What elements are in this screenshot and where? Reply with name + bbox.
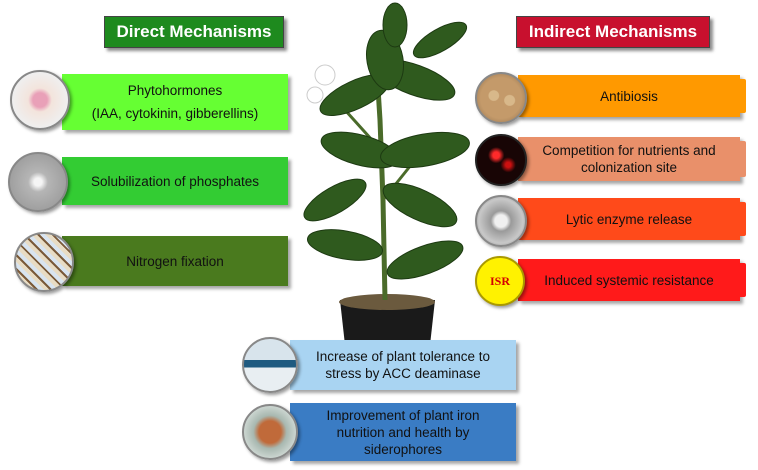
antibiosis-petri-dish-icon [475,72,527,124]
isr-badge-icon: ISR [475,256,525,306]
antibiosis-box: Antibiosis [518,75,746,117]
phytohormones-petri-dish-icon [10,70,70,130]
acc-deaminase-box: Increase of plant tolerance to stress by… [290,340,516,390]
competition-microscopy-icon [475,134,527,186]
iron-nutrition-sublabel-2: siderophores [363,441,443,457]
iron-petri-dish-icon [242,404,298,460]
competition-sublabel: colonization site [580,160,678,175]
plant-pot [340,300,435,345]
direct-mechanisms-header: Direct Mechanisms [104,16,284,48]
lytic-petri-dish-icon [475,195,527,247]
lytic-enzyme-box: Lytic enzyme release [518,198,746,240]
indirect-mechanisms-header: Indirect Mechanisms [516,16,710,48]
isr-box: Induced systemic resistance [518,259,746,301]
nitrogen-fixation-label: Nitrogen fixation [126,253,224,269]
phosphate-solubilization-box: Solubilization of phosphates [62,157,288,205]
iron-nutrition-box: Improvement of plant iron nutrition and … [290,403,516,461]
phosphate-petri-dish-icon [8,152,68,212]
phytohormones-box: Phytohormones (IAA, cytokinin, gibberell… [62,74,288,130]
phytohormones-label: Phytohormones [127,83,223,98]
acc-lab-tubes-icon [242,337,298,393]
phytohormones-sublabel: (IAA, cytokinin, gibberellins) [91,106,259,121]
isr-badge-text: ISR [489,273,510,288]
plant-illustration [303,2,470,345]
isr-label: Induced systemic resistance [544,272,714,288]
lytic-enzyme-label: Lytic enzyme release [565,211,693,227]
nitrogen-fixation-box: Nitrogen fixation [62,236,288,286]
acc-deaminase-label: Increase of plant tolerance to [315,349,491,364]
competition-box: Competition for nutrients and colonizati… [518,137,746,181]
iron-nutrition-sublabel: nutrition and health by [336,424,470,440]
acc-deaminase-sublabel: stress by ACC deaminase [325,366,481,381]
antibiosis-label: Antibiosis [600,88,658,104]
phosphate-solubilization-label: Solubilization of phosphates [90,173,260,189]
nitrogen-roots-icon [14,232,74,292]
iron-nutrition-label: Improvement of plant iron [326,407,480,423]
competition-label: Competition for nutrients and [542,143,716,158]
